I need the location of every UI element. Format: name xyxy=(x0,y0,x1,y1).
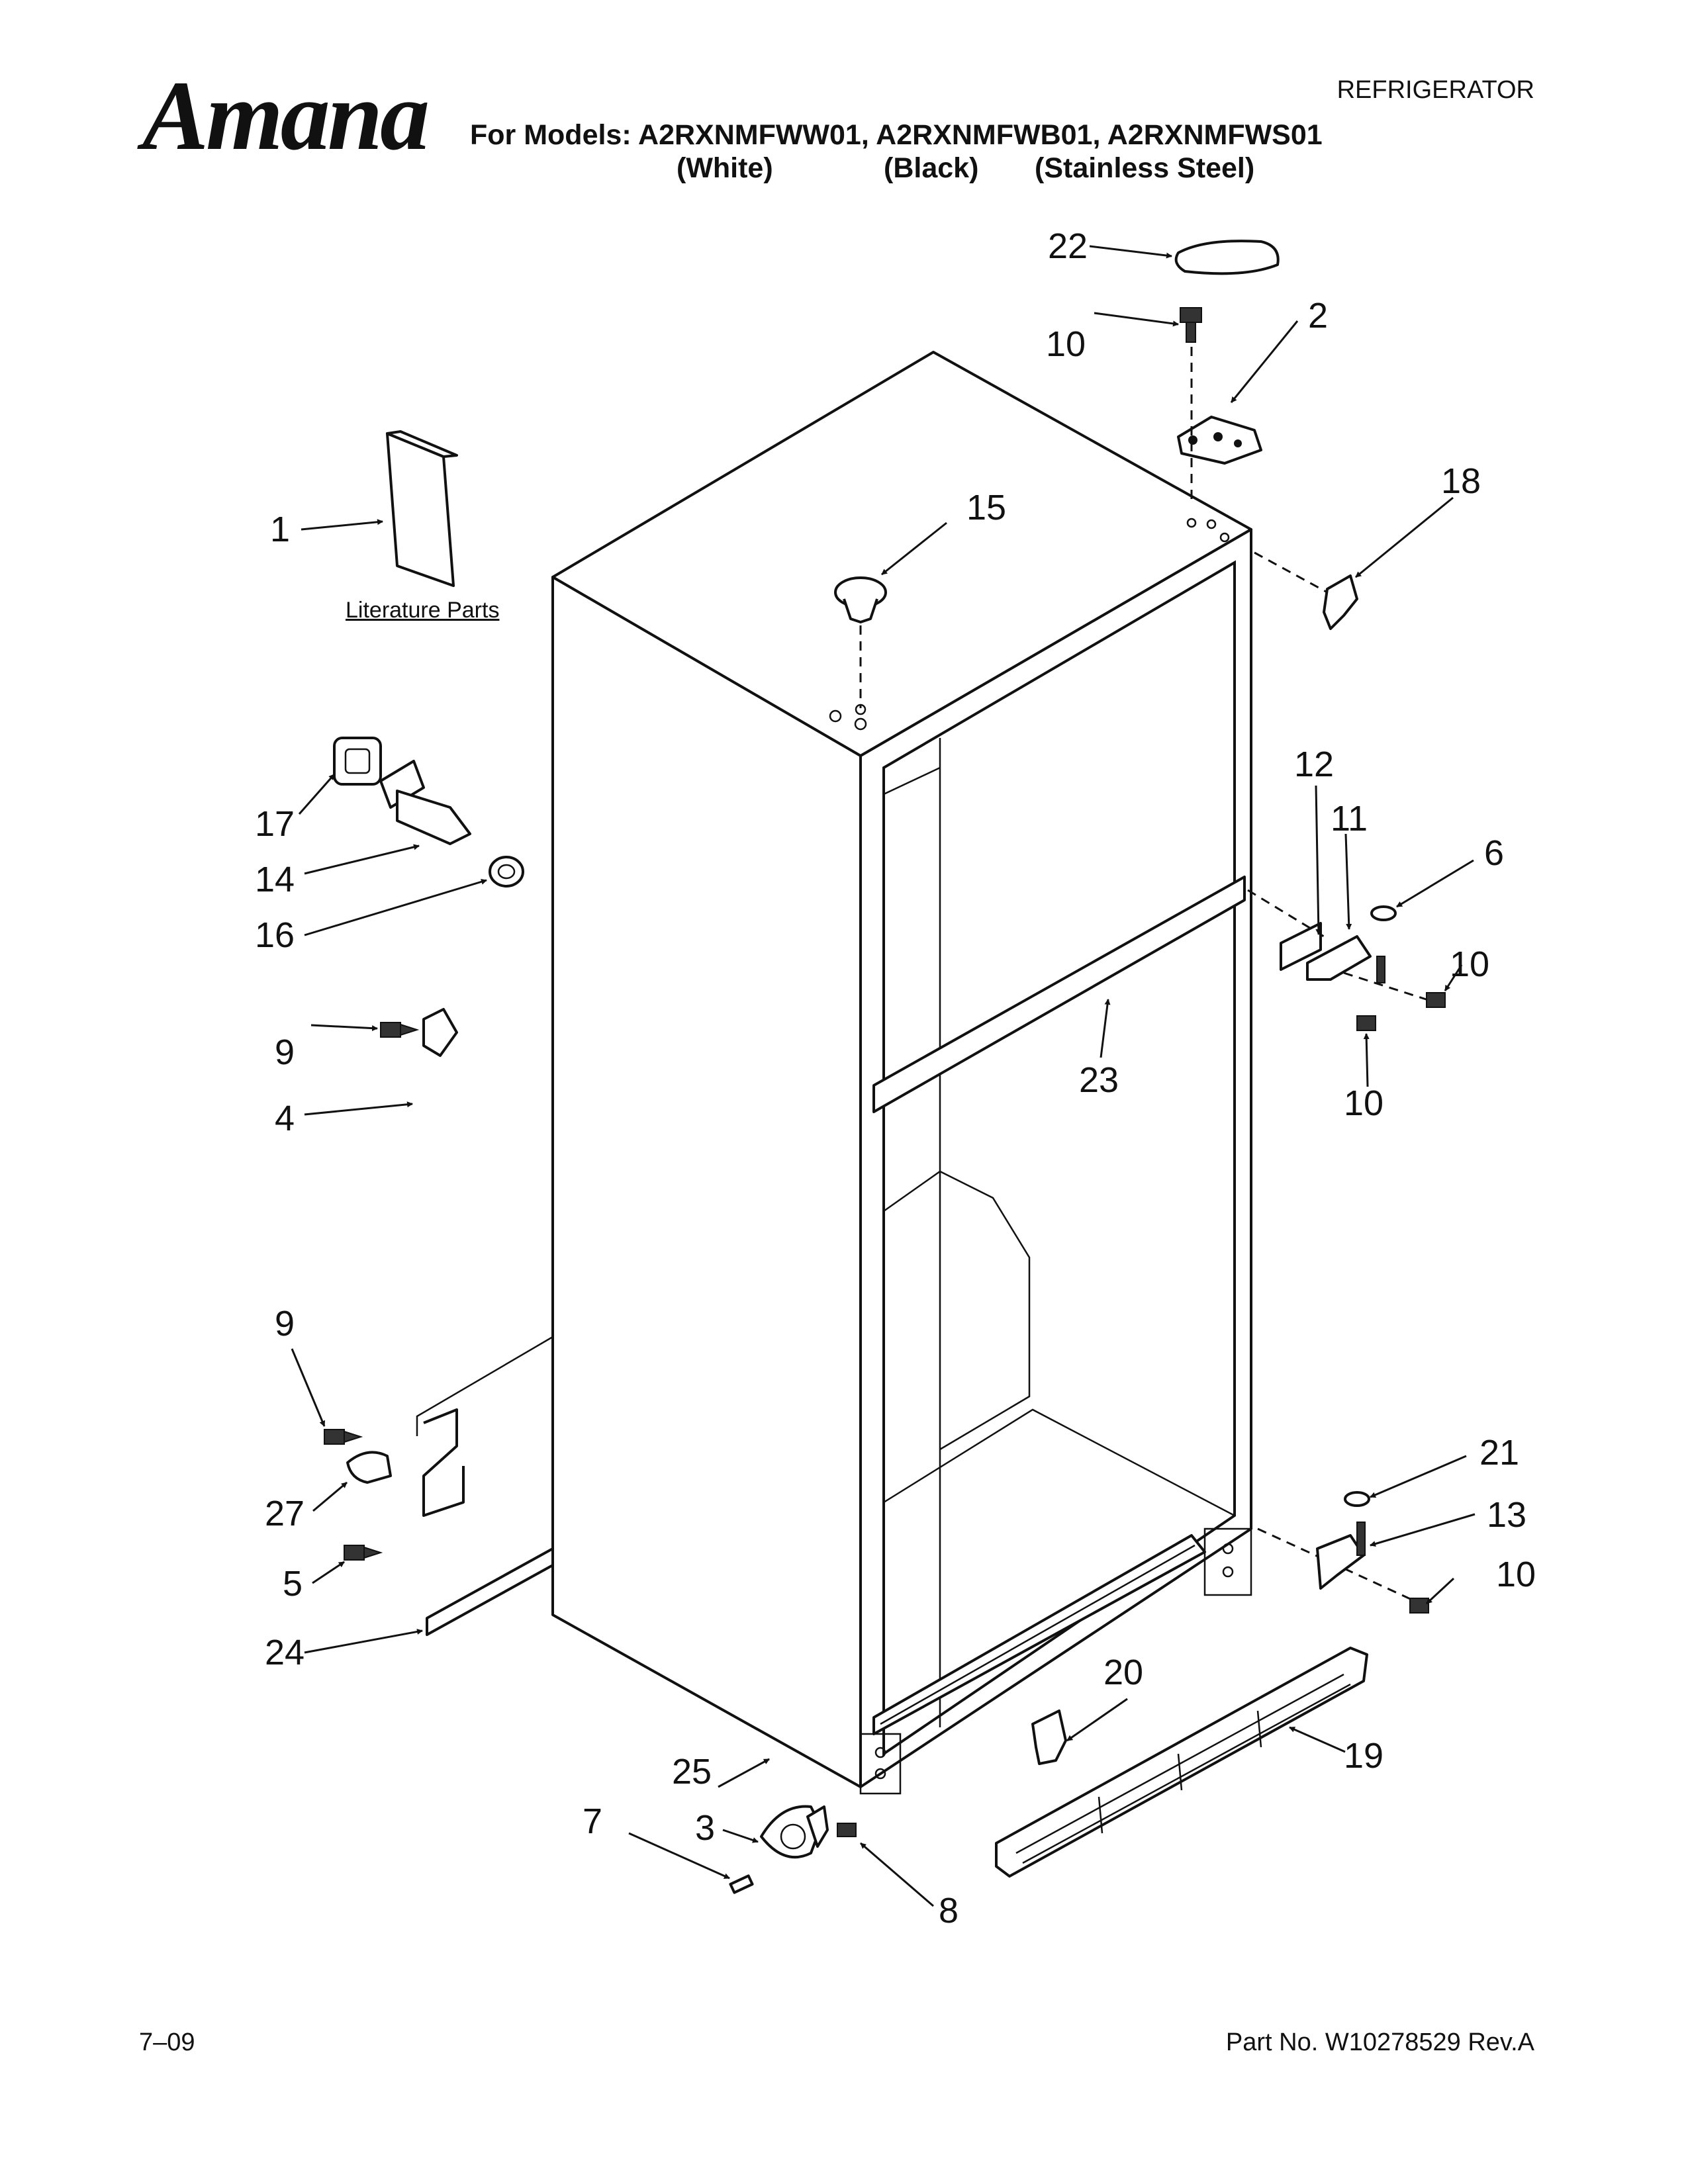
callout-27: 27 xyxy=(265,1494,305,1533)
date-code: 7–09 xyxy=(139,2028,195,2056)
callout-1: 1 xyxy=(270,510,291,549)
callout-5: 5 xyxy=(283,1564,303,1604)
callout-9-upper: 9 xyxy=(275,1032,295,1072)
plug-part xyxy=(834,576,887,708)
literature-book xyxy=(386,430,458,587)
callout-20: 20 xyxy=(1103,1653,1144,1692)
callout-11: 11 xyxy=(1331,799,1368,839)
callout-10-mid-right: 10 xyxy=(1450,944,1490,984)
callout-10-bottom: 10 xyxy=(1496,1555,1536,1594)
center-hinge-parts xyxy=(1247,889,1446,1031)
part-number: Part No. W10278529 Rev.A xyxy=(1225,2028,1534,2056)
variant-black: (Black) xyxy=(884,152,979,184)
callout-16: 16 xyxy=(255,915,295,955)
bottom-hinge-parts xyxy=(1257,1491,1429,1614)
callout-4: 4 xyxy=(275,1099,295,1138)
callout-22: 22 xyxy=(1048,226,1088,266)
callout-2: 2 xyxy=(1308,296,1329,336)
callout-24: 24 xyxy=(265,1633,305,1672)
top-hinge-part xyxy=(1177,307,1262,503)
callout-3: 3 xyxy=(695,1808,716,1848)
toe-grille xyxy=(995,1647,1368,1878)
callout-21: 21 xyxy=(1479,1433,1520,1473)
rear-cover-panel xyxy=(416,1336,554,1636)
grille-clip xyxy=(1031,1709,1067,1765)
callout-6: 6 xyxy=(1484,833,1505,873)
lower-left-hardware xyxy=(324,1429,392,1561)
callout-8: 8 xyxy=(939,1891,959,1931)
callout-23: 23 xyxy=(1079,1060,1119,1100)
callout-14: 14 xyxy=(255,860,295,899)
center-mullion xyxy=(872,876,1246,1113)
models-line: For Models: A2RXNMFWW01, A2RXNMFWB01, A2… xyxy=(470,119,1323,151)
literature-parts-label: Literature Parts xyxy=(346,598,500,623)
variant-white: (White) xyxy=(677,152,773,184)
callout-10-top: 10 xyxy=(1046,324,1086,364)
callout-18: 18 xyxy=(1441,461,1481,501)
callout-leaders xyxy=(291,245,1476,1907)
door-stop-bracket xyxy=(380,1008,458,1057)
variant-stainless-steel: (Stainless Steel) xyxy=(1035,152,1255,184)
callout-17: 17 xyxy=(255,804,295,844)
hinge-cover-part xyxy=(1174,240,1280,275)
refrigerator-cabinet xyxy=(551,351,1252,1795)
amana-logo: Amana xyxy=(142,61,430,171)
callout-12: 12 xyxy=(1294,745,1335,784)
callout-7: 7 xyxy=(583,1801,603,1841)
hinge-part-18 xyxy=(1323,574,1358,630)
callout-19: 19 xyxy=(1344,1736,1384,1776)
callout-13: 13 xyxy=(1487,1495,1527,1535)
document-type: REFRIGERATOR xyxy=(1336,76,1534,104)
callout-25: 25 xyxy=(672,1752,712,1792)
callout-10-mid-lower: 10 xyxy=(1344,1083,1384,1123)
callout-9-lower: 9 xyxy=(275,1304,295,1343)
handle-parts xyxy=(333,737,524,887)
roller-assembly xyxy=(729,1805,857,1894)
callout-15: 15 xyxy=(966,488,1007,527)
